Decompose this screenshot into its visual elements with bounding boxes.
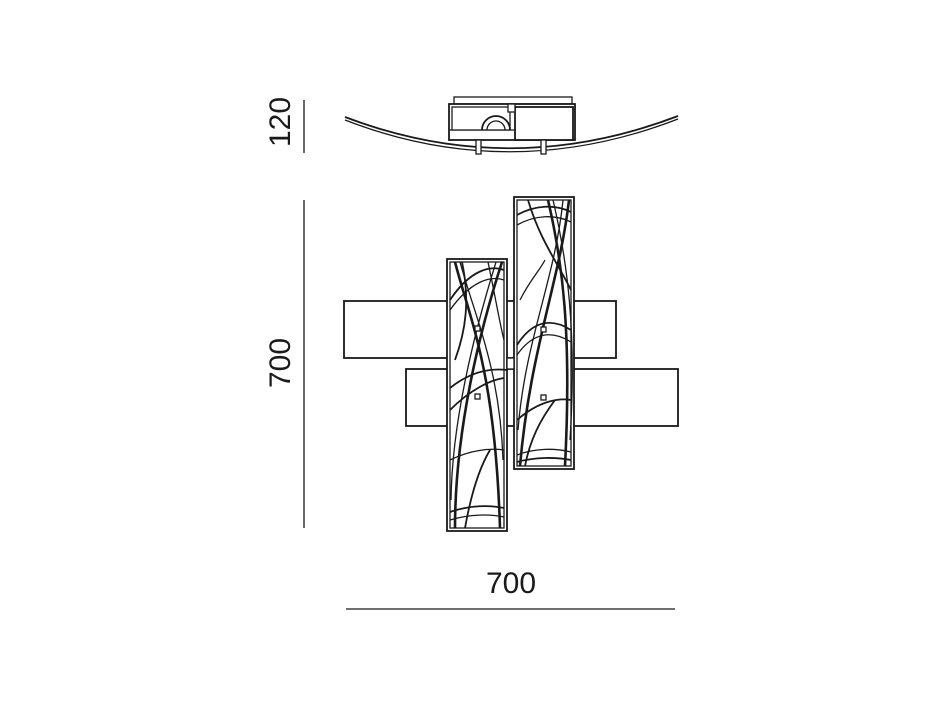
dimension-label-front-height: 700 — [264, 338, 297, 388]
diffuser-arc-outer — [344, 115, 679, 150]
panel-vertical-right — [513, 196, 575, 470]
center-connector — [506, 357, 515, 370]
dimension-label-side-height: 120 — [264, 97, 297, 147]
bracket-right — [540, 139, 547, 155]
front-view: 700 — [264, 196, 679, 532]
width-dimension: 700 — [346, 567, 675, 610]
panel-vertical-left — [446, 258, 508, 532]
bracket-left — [475, 139, 482, 155]
dimension-label-front-width: 700 — [486, 567, 536, 600]
side-view: 120 — [264, 96, 679, 155]
diffuser-arc-inner — [344, 118, 679, 153]
canopy-block — [448, 96, 576, 141]
